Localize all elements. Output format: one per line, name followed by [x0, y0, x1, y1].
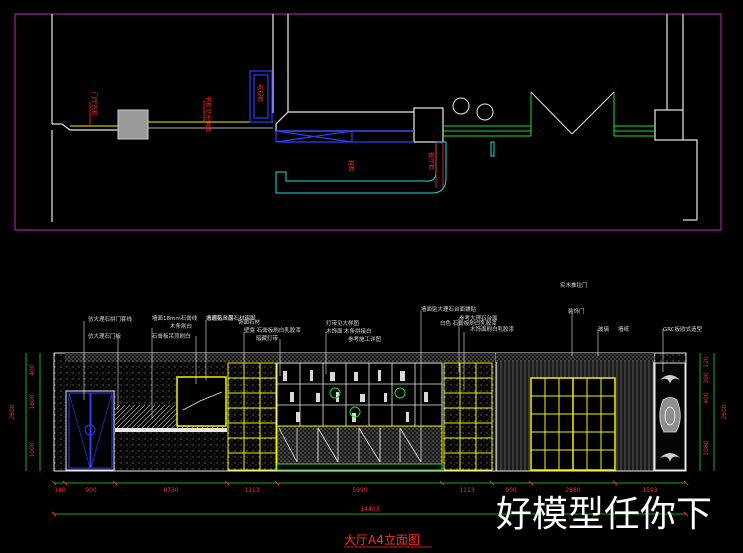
dim-bottom-3: 1113 — [244, 487, 259, 494]
plan-red-tags: 门厅衣柜 书柜见光侧面 电视柜 鞋柜 餐厅柜 — [90, 84, 435, 172]
callout-9: 暗藏灯带 — [256, 334, 279, 342]
callout-16: 参考大理石台面 — [459, 314, 498, 322]
callout-6: 墙面贴三层石材踢脚 — [206, 314, 256, 322]
plan-green-walls — [443, 92, 655, 137]
dim-left-2: 1000 — [29, 442, 36, 457]
callout-7: 饰面石材 — [238, 318, 261, 326]
elevation-dimension-lines — [25, 353, 715, 515]
dim-bottom-1: 900 — [85, 487, 97, 494]
callout-4: 石膏板吊顶刷白 — [152, 332, 191, 340]
elevation-counter — [115, 428, 227, 432]
elevation-tv-niche — [176, 376, 227, 427]
elevation-dims-right: 120 300 400 1080 2600 — [703, 356, 728, 456]
plan-walls — [51, 14, 698, 222]
callout-0: 仿大理石拼门套线 — [88, 315, 133, 323]
plan-wall-band-left — [70, 121, 273, 129]
dim-right-1: 300 — [703, 372, 710, 384]
dim-right-3: 1080 — [703, 440, 710, 455]
plan-circle-1 — [452, 97, 470, 115]
callout-19: 装饰门 — [568, 307, 585, 315]
plan-tag-1: 书柜见光侧面 — [204, 96, 212, 132]
plan-tag-leaders — [89, 100, 205, 126]
callout-15: 墙纸 — [618, 325, 630, 333]
elevation-curtain-top — [496, 353, 654, 362]
callout-13: 参考施工详图 — [348, 335, 382, 343]
callout-5: 大理石台面 — [206, 314, 234, 322]
elevation-dims-bottom: 140 900 8730 1113 5990 1113 900 2880 159… — [54, 487, 658, 513]
elevation-leaders — [83, 311, 664, 430]
plan-tag-2: 电视柜 — [256, 84, 264, 102]
elevation-ornament — [654, 362, 686, 471]
floor-plan: 门厅衣柜 书柜见光侧面 电视柜 鞋柜 餐厅柜 — [14, 13, 722, 231]
plan-door-swing — [530, 91, 615, 135]
dim-right-total: 2600 — [721, 404, 728, 419]
dim-right-2: 400 — [703, 392, 710, 404]
callout-2: 墙面18mm石膏线 — [152, 314, 198, 322]
callout-21: GRC板欧式造型 — [663, 325, 703, 333]
elevation-dims-left: 400 1800 1000 2600 — [9, 364, 36, 458]
dim-bottom-5: 1113 — [459, 487, 474, 494]
callout-10: 灯带见大样图 — [326, 319, 360, 327]
plan-small-post — [490, 141, 495, 157]
dim-bottom-6: 900 — [505, 487, 517, 494]
elevation-shelf-left — [227, 362, 277, 471]
plan-frame — [14, 13, 722, 231]
plan-column-left — [117, 109, 149, 140]
dim-bottom-8: 1593 — [642, 487, 657, 494]
plan-counter-red — [435, 142, 444, 188]
plan-cabinets-blue — [249, 70, 414, 143]
dim-total: 14403 — [360, 506, 379, 513]
dim-left-1: 1800 — [29, 394, 36, 409]
elevation-display-cabinet — [276, 362, 443, 471]
dim-left-0: 400 — [29, 364, 36, 376]
callout-8: 壁龛 石膏板刷白乳胶漆 — [244, 326, 301, 334]
drawing-title: 大厅A4立面图 — [344, 532, 420, 547]
plan-circle-2 — [476, 103, 494, 121]
plan-column-mid — [413, 107, 444, 143]
callout-17: 木饰面刷白乳胶漆 — [470, 325, 515, 333]
dim-bottom-2: 8730 — [163, 487, 178, 494]
callout-3: 木条刷白 — [170, 322, 192, 330]
callout-18: 白色 石膏板刷白乳胶漆 — [440, 319, 497, 327]
plan-tag-4: 餐厅柜 — [427, 152, 435, 170]
elevation-callouts: 仿大理石拼门套线 仿大理石门板 墙面18mm石膏线 木条刷白 石膏板吊顶刷白 大… — [88, 281, 703, 343]
plan-counter-cyan — [275, 141, 447, 194]
plan-column-right — [654, 109, 684, 141]
callout-11: 木饰面 — [326, 327, 343, 335]
callout-1: 仿大理石门板 — [88, 332, 122, 340]
dim-left-total: 2600 — [9, 404, 16, 419]
callout-14: 墙面贴大理石台面铺贴 — [421, 305, 477, 313]
callout-22: 实木推拉门 — [560, 281, 588, 289]
elevation: 仿大理石拼门套线 仿大理石门板 墙面18mm石膏线 木条刷白 石膏板吊顶刷白 大… — [9, 281, 728, 548]
elevation-dim-ticks — [51, 480, 689, 517]
plan-tag-0: 门厅衣柜 — [90, 92, 98, 116]
callout-20: 玻璃 — [598, 325, 610, 333]
elevation-left-door — [65, 390, 115, 471]
plan-tag-3: 鞋柜 — [347, 160, 355, 172]
elevation-glass-door — [530, 377, 616, 471]
dim-right-0: 120 — [703, 356, 710, 368]
dim-bottom-0: 140 — [54, 487, 66, 494]
dim-bottom-7: 2880 — [565, 487, 580, 494]
callout-12: 木条拼接白 — [344, 327, 372, 335]
elevation-shelf-right — [443, 362, 493, 471]
dim-bottom-4: 5990 — [352, 487, 367, 494]
watermark: 好模型任你下 — [496, 494, 712, 535]
